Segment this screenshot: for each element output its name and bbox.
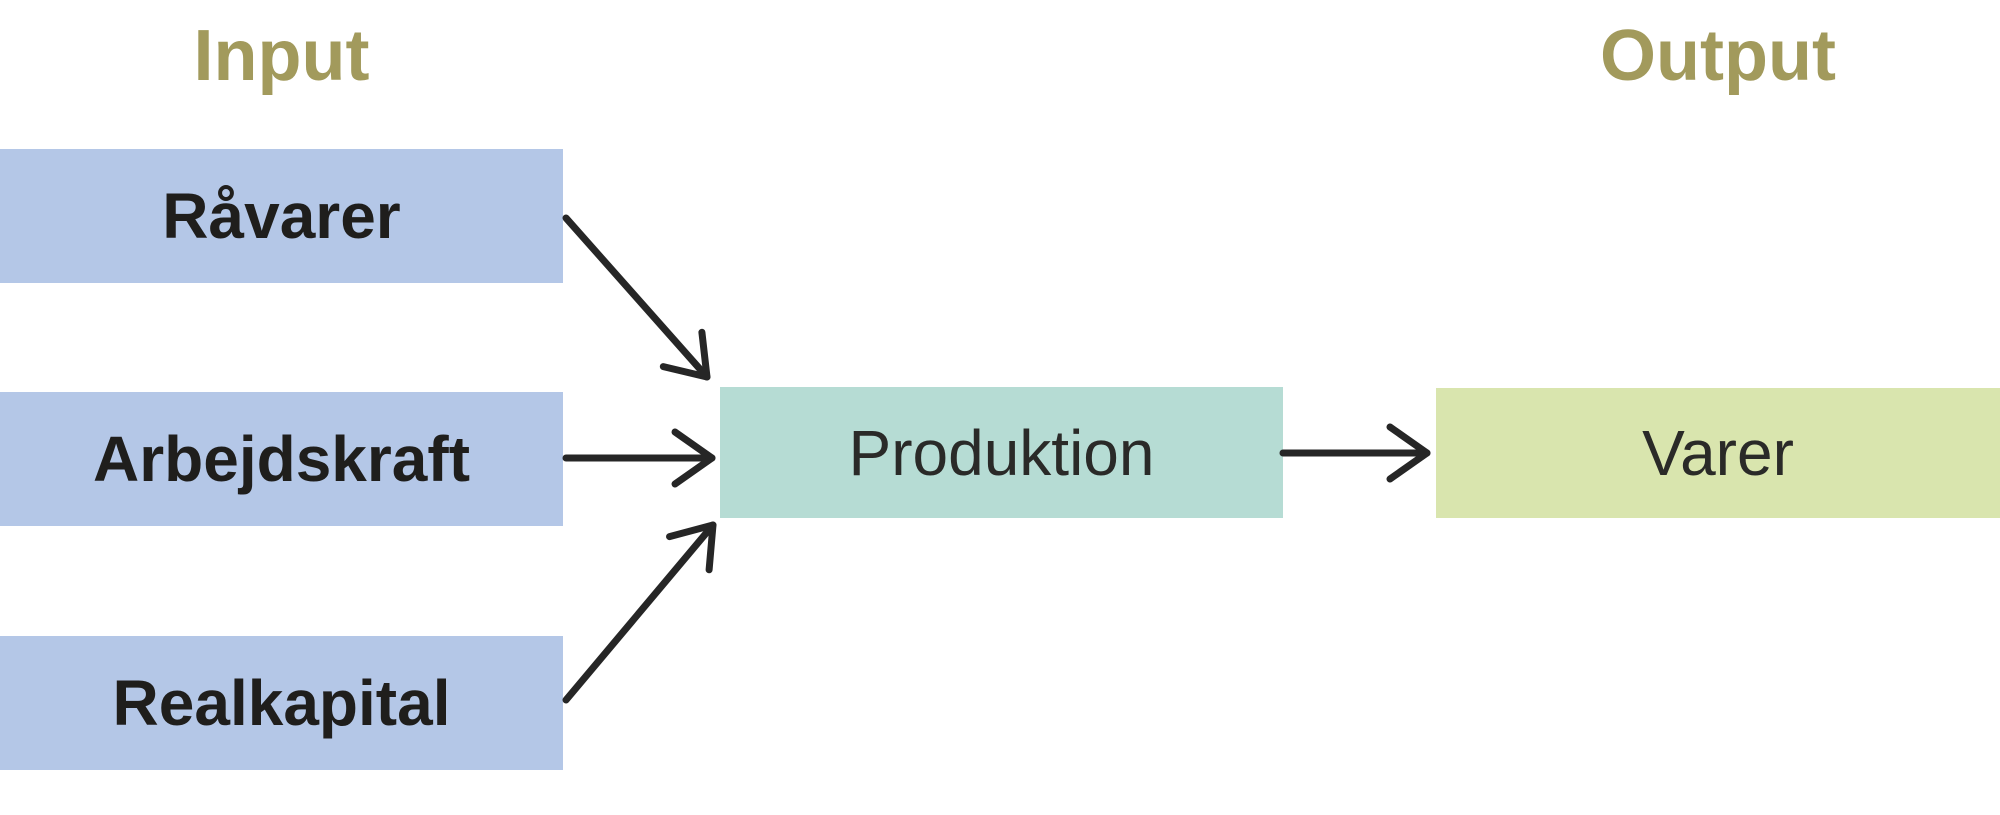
input-box-arbejdskraft-label: Arbejdskraft: [93, 423, 470, 495]
input-box-ravarer: Råvarer: [0, 149, 563, 283]
input-heading: Input: [193, 16, 370, 96]
arrow-arbejdskraft-to-produktion: [562, 428, 716, 488]
arrow-produktion-to-varer: [1279, 423, 1431, 483]
arrow-realkapital-to-produktion: [562, 521, 717, 704]
output-box-varer-label: Varer: [1642, 417, 1794, 489]
input-box-realkapital-label: Realkapital: [112, 667, 451, 739]
output-box-varer: Varer: [1436, 388, 2000, 518]
process-box-produktion-label: Produktion: [848, 416, 1155, 489]
process-box-produktion: Produktion: [720, 387, 1283, 518]
input-box-arbejdskraft: Arbejdskraft: [0, 392, 563, 526]
arrow-ravarer-to-produktion: [562, 214, 711, 381]
input-box-realkapital: Realkapital: [0, 636, 563, 770]
input-box-ravarer-label: Råvarer: [162, 180, 401, 252]
output-heading: Output: [1600, 16, 1836, 96]
